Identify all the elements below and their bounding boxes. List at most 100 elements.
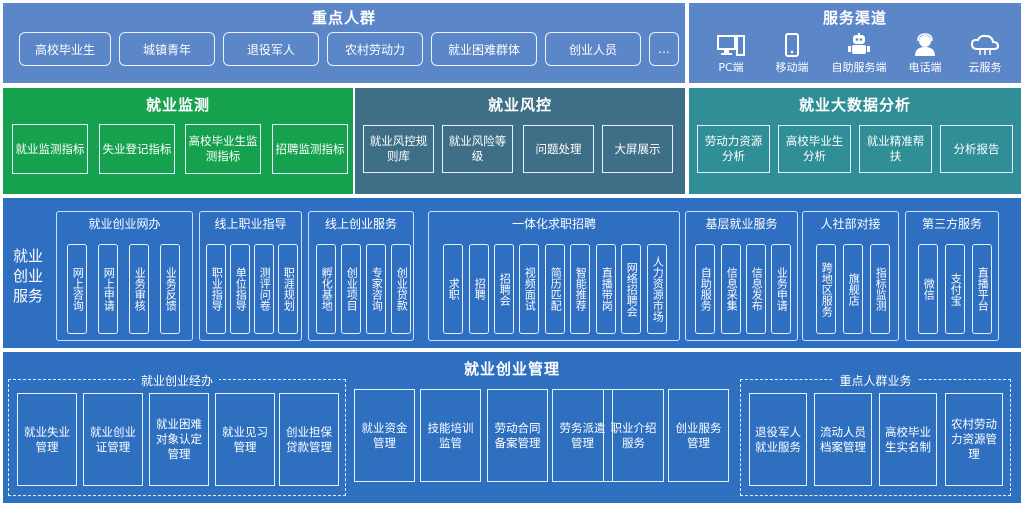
channel-mobile: 移动端: [755, 33, 829, 75]
headset-icon: [915, 33, 935, 56]
bigdata-item: 就业精准帮扶: [859, 125, 932, 173]
management-left-group-title: 就业创业经办: [134, 372, 220, 389]
management-item: 就业困难对象认定管理: [149, 393, 209, 486]
service-item: 测评问卷: [254, 244, 274, 334]
bigdata-item: 劳动力资源分析: [697, 125, 770, 173]
risk-panel: 就业风控 就业风控规则库 就业风险等级 问题处理 大屏展示: [355, 88, 685, 194]
risk-item: 问题处理: [523, 125, 594, 173]
mobile-icon: [785, 33, 799, 57]
management-item: 流动人员档案管理: [814, 393, 872, 486]
service-item: 职业指导: [206, 244, 226, 334]
service-item: 业务反馈: [160, 244, 180, 334]
service-item: 网上咨询: [67, 244, 87, 334]
management-item: 就业失业管理: [17, 393, 77, 486]
monitor-panel: 就业监测 就业监测指标 失业登记指标 高校毕业生监测指标 招聘监测指标: [3, 88, 353, 194]
service-panel: 就业创业服务 就业创业网办 网上咨询 网上申请 业务审核 业务反馈 线上职业指导…: [3, 198, 1021, 348]
service-item: 单位指导: [230, 244, 250, 334]
management-item: 退役军人就业服务: [749, 393, 807, 486]
service-item: 简历匹配: [545, 244, 565, 334]
service-group: 基层就业服务 自助服务 信息采集 信息发布 业务申请: [685, 211, 798, 341]
channel-phone: 电话端: [888, 33, 962, 75]
service-item: 业务申请: [771, 244, 791, 334]
bigdata-panel: 就业大数据分析 劳动力资源分析 高校毕业生分析 就业精准帮扶 分析报告: [689, 88, 1021, 194]
channel-label: 电话端: [908, 61, 942, 74]
service-item: 招聘会: [494, 244, 514, 334]
management-item: 农村劳动力资源管理: [945, 393, 1003, 486]
service-item: 自助服务: [695, 244, 715, 334]
service-item: 孵化基地: [316, 244, 336, 334]
service-item: 业务审核: [129, 244, 149, 334]
service-group: 线上创业服务 孵化基地 创业项目 专家咨询 创业贷款: [308, 211, 414, 341]
risk-item: 就业风险等级: [442, 125, 513, 173]
service-group-title: 第三方服务: [921, 217, 982, 231]
service-item: 直播带岗: [596, 244, 616, 334]
channel-self-service: 自助服务端: [822, 33, 896, 75]
service-item: 网上申请: [98, 244, 118, 334]
service-group-title: 线上创业服务: [324, 217, 397, 231]
monitor-item: 高校毕业生监测指标: [185, 124, 261, 174]
service-item: 求职: [443, 244, 463, 334]
monitor-item: 就业监测指标: [12, 124, 88, 174]
risk-item: 大屏展示: [602, 125, 673, 173]
key-group-item-more: ...: [649, 32, 679, 66]
management-item: 劳务派遣管理: [552, 389, 613, 482]
key-groups-title: 重点人群: [311, 9, 376, 27]
service-title: 就业创业服务: [10, 246, 46, 306]
service-group: 第三方服务 微信 支付宝 直播平台: [905, 211, 999, 341]
service-group: 人社部对接 跨地区服务 旗舰店 指标监测: [802, 211, 899, 341]
service-item: 旗舰店: [843, 244, 863, 334]
management-right-group: 重点人群业务 退役军人就业服务 流动人员档案管理 高校毕业生实名制 农村劳动力资…: [740, 372, 1011, 496]
channels-panel: 服务渠道 PC端 移动端 自助服务端: [689, 3, 1021, 83]
service-item: 招聘: [469, 244, 489, 334]
cloud-icon: [970, 34, 1000, 55]
service-group: 就业创业网办 网上咨询 网上申请 业务审核 业务反馈: [56, 211, 193, 341]
service-item: 支付宝: [945, 244, 965, 334]
management-right-group-title: 重点人群业务: [833, 372, 918, 389]
risk-item: 就业风控规则库: [363, 125, 434, 173]
service-item: 网络招聘会: [621, 244, 641, 334]
service-item: 信息采集: [721, 244, 741, 334]
bigdata-item: 高校毕业生分析: [778, 125, 851, 173]
key-groups-panel: 重点人群 高校毕业生 城镇青年 退役军人 农村劳动力 就业困难群体 创业人员 .…: [3, 3, 685, 83]
service-item: 创业项目: [341, 244, 361, 334]
service-item: 创业贷款: [391, 244, 411, 334]
channel-label: 移动端: [775, 61, 809, 74]
key-group-item: 城镇青年: [119, 32, 215, 66]
management-item: 技能培训监管: [420, 389, 481, 482]
channel-pc: PC端: [694, 33, 768, 75]
management-item: 就业资金管理: [354, 389, 415, 482]
service-item: 视频面试: [519, 244, 539, 334]
management-left-group: 就业创业经办 就业失业管理 就业创业证管理 就业困难对象认定管理 就业见习管理 …: [8, 372, 346, 496]
management-item: 创业服务管理: [668, 389, 729, 482]
service-group-title: 人社部对接: [820, 217, 881, 231]
service-group: 线上职业指导 职业指导 单位指导 测评问卷 职涯规划: [199, 211, 302, 341]
key-group-item: 创业人员: [545, 32, 641, 66]
channel-label: PC端: [718, 61, 744, 74]
channel-label: 云服务: [968, 61, 1002, 74]
key-group-item: 农村劳动力: [327, 32, 423, 66]
management-item: 创业担保贷款管理: [279, 393, 339, 486]
management-item: 劳动合同备案管理: [487, 389, 548, 482]
bigdata-title: 就业大数据分析: [798, 96, 911, 114]
management-title: 就业创业管理: [463, 360, 560, 378]
key-group-item: 高校毕业生: [19, 32, 111, 66]
key-group-item: 就业困难群体: [431, 32, 537, 66]
monitor-item: 招聘监测指标: [272, 124, 348, 174]
service-item: 跨地区服务: [816, 244, 836, 334]
service-item: 专家咨询: [366, 244, 386, 334]
service-group: 一体化求职招聘 求职 招聘 招聘会 视频面试 简历匹配 智能推荐 直播带岗 网络…: [428, 211, 680, 341]
service-item: 微信: [918, 244, 938, 334]
service-item: 信息发布: [746, 244, 766, 334]
service-title-text: 就业创业服务: [12, 247, 43, 305]
risk-title: 就业风控: [487, 96, 552, 114]
channel-label: 自助服务端: [831, 61, 887, 74]
pc-icon: [717, 35, 745, 56]
service-group-title: 一体化求职招聘: [511, 217, 596, 231]
key-group-item: 退役军人: [223, 32, 319, 66]
bigdata-item: 分析报告: [940, 125, 1013, 173]
management-item: 职业介绍服务: [603, 389, 664, 482]
service-group-title: 线上职业指导: [214, 217, 287, 231]
management-item: 就业创业证管理: [83, 393, 143, 486]
management-item: 高校毕业生实名制: [879, 393, 937, 486]
service-item: 智能推荐: [570, 244, 590, 334]
